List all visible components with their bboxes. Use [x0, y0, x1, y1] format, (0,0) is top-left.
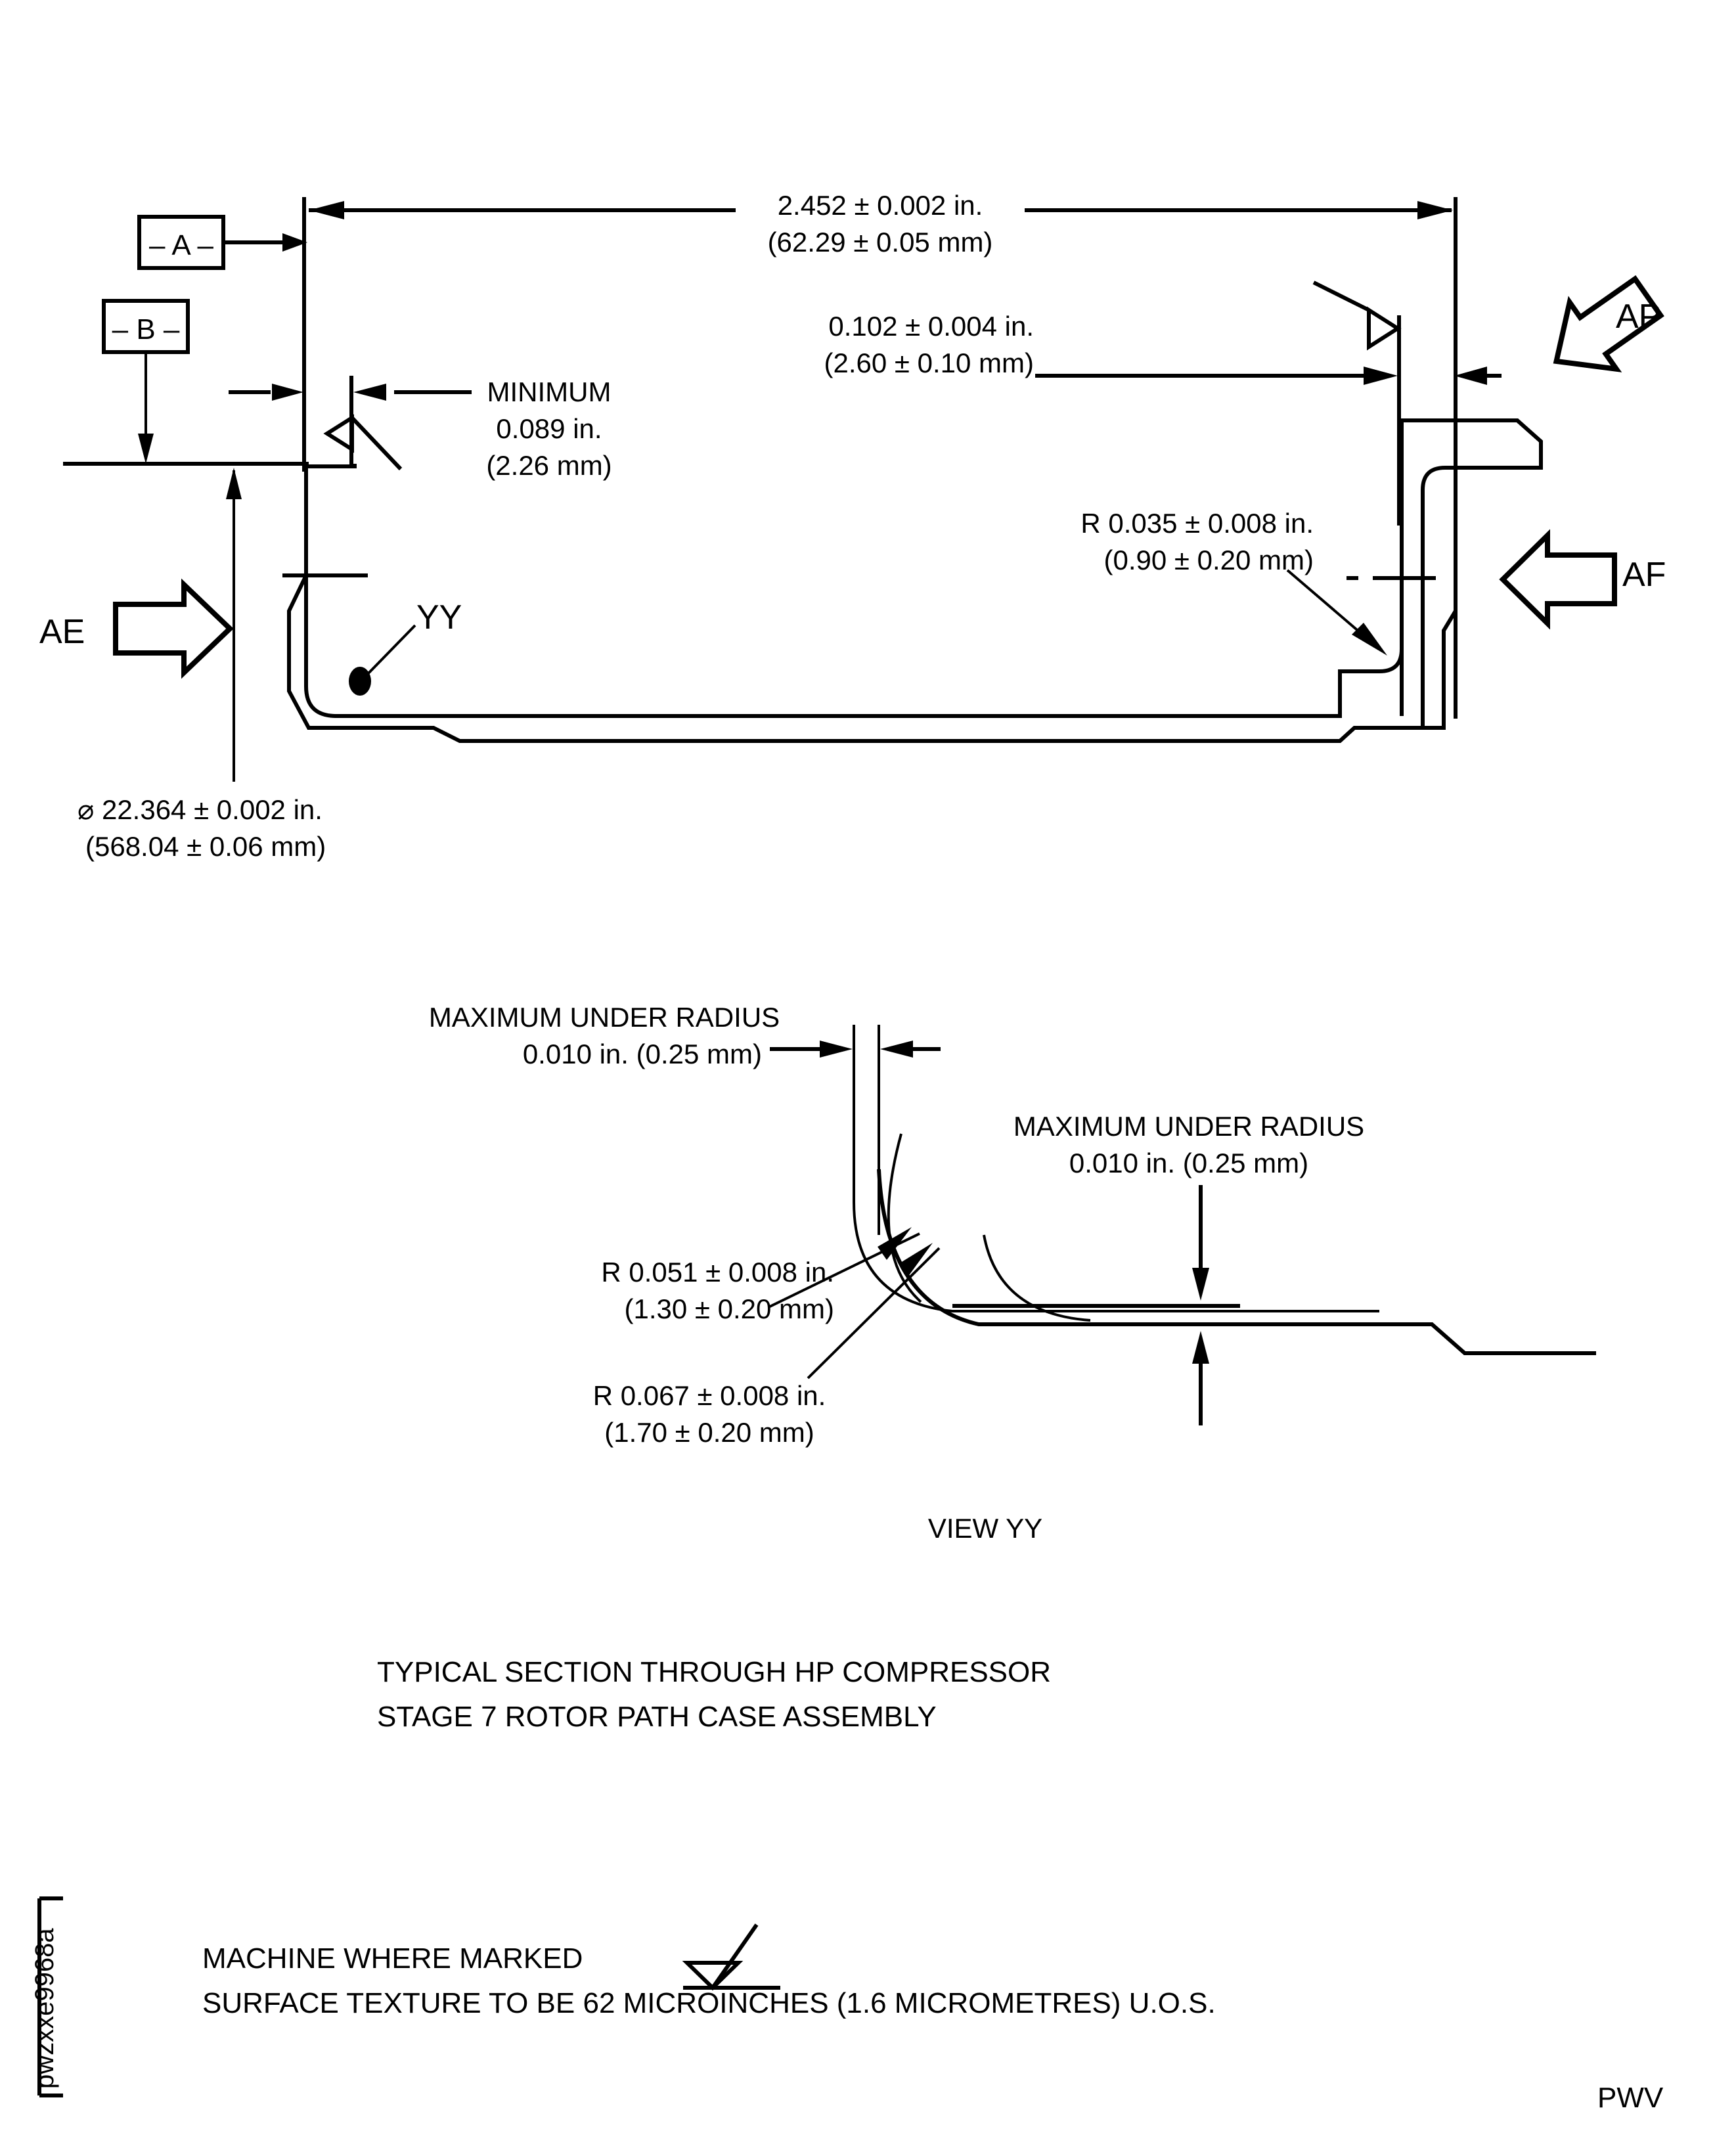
min-wall-arrow-right	[353, 384, 386, 401]
datum-a-arrowhead	[282, 233, 307, 252]
datum-b-label: – B –	[112, 313, 180, 346]
view-arrow-af-label: AF	[1622, 556, 1666, 594]
detail-curve-inner	[853, 1201, 1379, 1312]
min-wall-arrow-left	[272, 384, 303, 401]
part-right-flange	[1400, 418, 1543, 728]
datum-b-arrowhead	[138, 434, 154, 464]
overall-length-inch: 2.452 ± 0.002 in.	[777, 190, 983, 221]
detail-arc-secondary-a	[887, 1133, 922, 1303]
surface-note: SURFACE TEXTURE TO BE 62 MICROINCHES (1.…	[202, 1987, 1216, 2019]
surface-symbol-triangle	[682, 1961, 744, 1991]
detail-callout-leader	[364, 624, 416, 678]
bore-diameter-mm: (568.04 ± 0.06 mm)	[85, 831, 326, 862]
detail-r067-leader	[807, 1247, 941, 1379]
detail-curve-outer	[877, 1169, 1379, 1326]
min-wall-note: MINIMUM	[487, 376, 612, 407]
overall-length-mm: (62.29 ± 0.05 mm)	[767, 227, 993, 258]
sheet-code-vertical: pwzxxe9968a	[30, 1928, 59, 2089]
title-line-2: STAGE 7 ROTOR PATH CASE ASSEMBLY	[377, 1701, 937, 1733]
flange-thickness-mm: (2.60 ± 0.10 mm)	[824, 347, 1035, 378]
under-radius-right-value: 0.010 in. (0.25 mm)	[1069, 1148, 1309, 1178]
view-arrow-ae-icon	[113, 578, 234, 679]
detail-radius-inner-inch: R 0.051 ± 0.008 in.	[601, 1257, 834, 1288]
view-arrow-ap-label: AP	[1616, 298, 1662, 336]
datum-a-label: – A –	[149, 229, 213, 261]
min-wall-inch: 0.089 in.	[496, 413, 602, 444]
detail-right-step	[1379, 1322, 1596, 1355]
part-inner-top-step	[306, 464, 357, 468]
corner-radius-mm: (0.90 ± 0.20 mm)	[1103, 545, 1314, 575]
surface-texture-triangle-right	[1367, 306, 1402, 351]
overall-dim-arrow-left	[309, 201, 344, 219]
detail-radius-outer-mm: (1.70 ± 0.20 mm)	[604, 1417, 814, 1448]
detail-radius-outer-inch: R 0.067 ± 0.008 in.	[592, 1380, 826, 1411]
detail-r067-arrowhead	[899, 1243, 933, 1277]
part-outer-profile	[287, 447, 1458, 743]
detail-arc-secondary-b	[983, 1234, 1091, 1322]
detail-right-dim-arrow-top	[1192, 1268, 1209, 1301]
view-arrow-ap-icon	[1553, 275, 1664, 372]
surface-texture-triangle-left	[323, 414, 354, 453]
detail-radius-inner-mm: (1.30 ± 0.20 mm)	[624, 1293, 835, 1324]
corner-radius-inch: R 0.035 ± 0.008 in.	[1080, 508, 1314, 539]
flange-dim-arrow-left	[1364, 367, 1398, 385]
machine-note: MACHINE WHERE MARKED	[202, 1942, 583, 1975]
title-line-1: TYPICAL SECTION THROUGH HP COMPRESSOR	[377, 1656, 1052, 1688]
surface-texture-leader-left	[350, 416, 403, 471]
min-wall-mm: (2.26 mm)	[486, 450, 612, 481]
surface-texture-leader-right	[1312, 280, 1370, 312]
bore-dim-arrowhead	[226, 468, 242, 499]
detail-left-dim-arrow-in	[820, 1041, 853, 1058]
part-inner-profile	[304, 434, 1404, 718]
under-radius-left-value: 0.010 in. (0.25 mm)	[522, 1039, 762, 1069]
bore-diameter-inch: ⌀ 22.364 ± 0.002 in.	[78, 794, 323, 825]
flange-thickness-inch: 0.102 ± 0.004 in.	[828, 311, 1034, 342]
detail-callout-label: YY	[416, 598, 462, 637]
under-radius-left-note: MAXIMUM UNDER RADIUS	[428, 1002, 780, 1033]
detail-r051-arrowhead	[878, 1227, 912, 1260]
view-arrow-af-icon	[1499, 529, 1617, 630]
flange-dim-arrow-right	[1454, 367, 1487, 385]
overall-dim-arrow-right	[1417, 201, 1453, 219]
sheet-code-footer: PWV	[1597, 2082, 1664, 2114]
corner-radius-arrowhead	[1352, 623, 1387, 656]
detail-right-dim-arrow-bottom	[1192, 1331, 1209, 1364]
surface-symbol-tail	[711, 1923, 759, 1989]
view-arrow-ae-label: AE	[39, 613, 85, 651]
detail-callout-dot	[349, 667, 371, 696]
detail-left-dim-arrow-out	[880, 1041, 913, 1058]
under-radius-right-note: MAXIMUM UNDER RADIUS	[1013, 1111, 1365, 1142]
view-yy-label: VIEW YY	[927, 1513, 1043, 1544]
